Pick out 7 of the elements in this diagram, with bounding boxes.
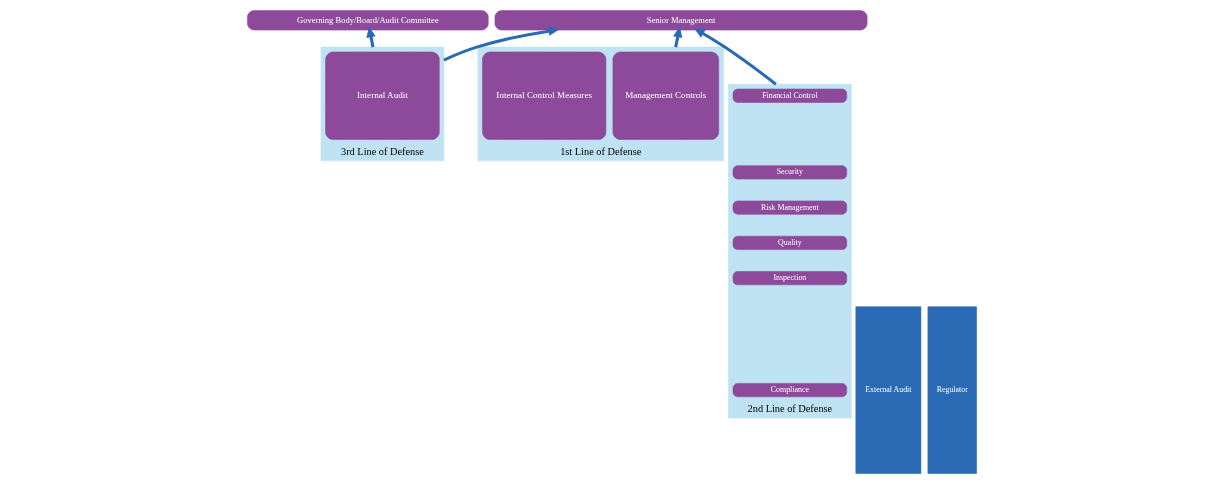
node-box: Management Controls: [612, 51, 720, 140]
node-box: Governing Body/Board/Audit Committee: [247, 10, 489, 31]
node-box: Internal Control Measures: [482, 51, 607, 140]
arrow: [694, 28, 777, 86]
node-box: Internal Audit: [325, 51, 440, 140]
node-box: Senior Management: [494, 10, 868, 31]
arrow: [443, 26, 560, 62]
